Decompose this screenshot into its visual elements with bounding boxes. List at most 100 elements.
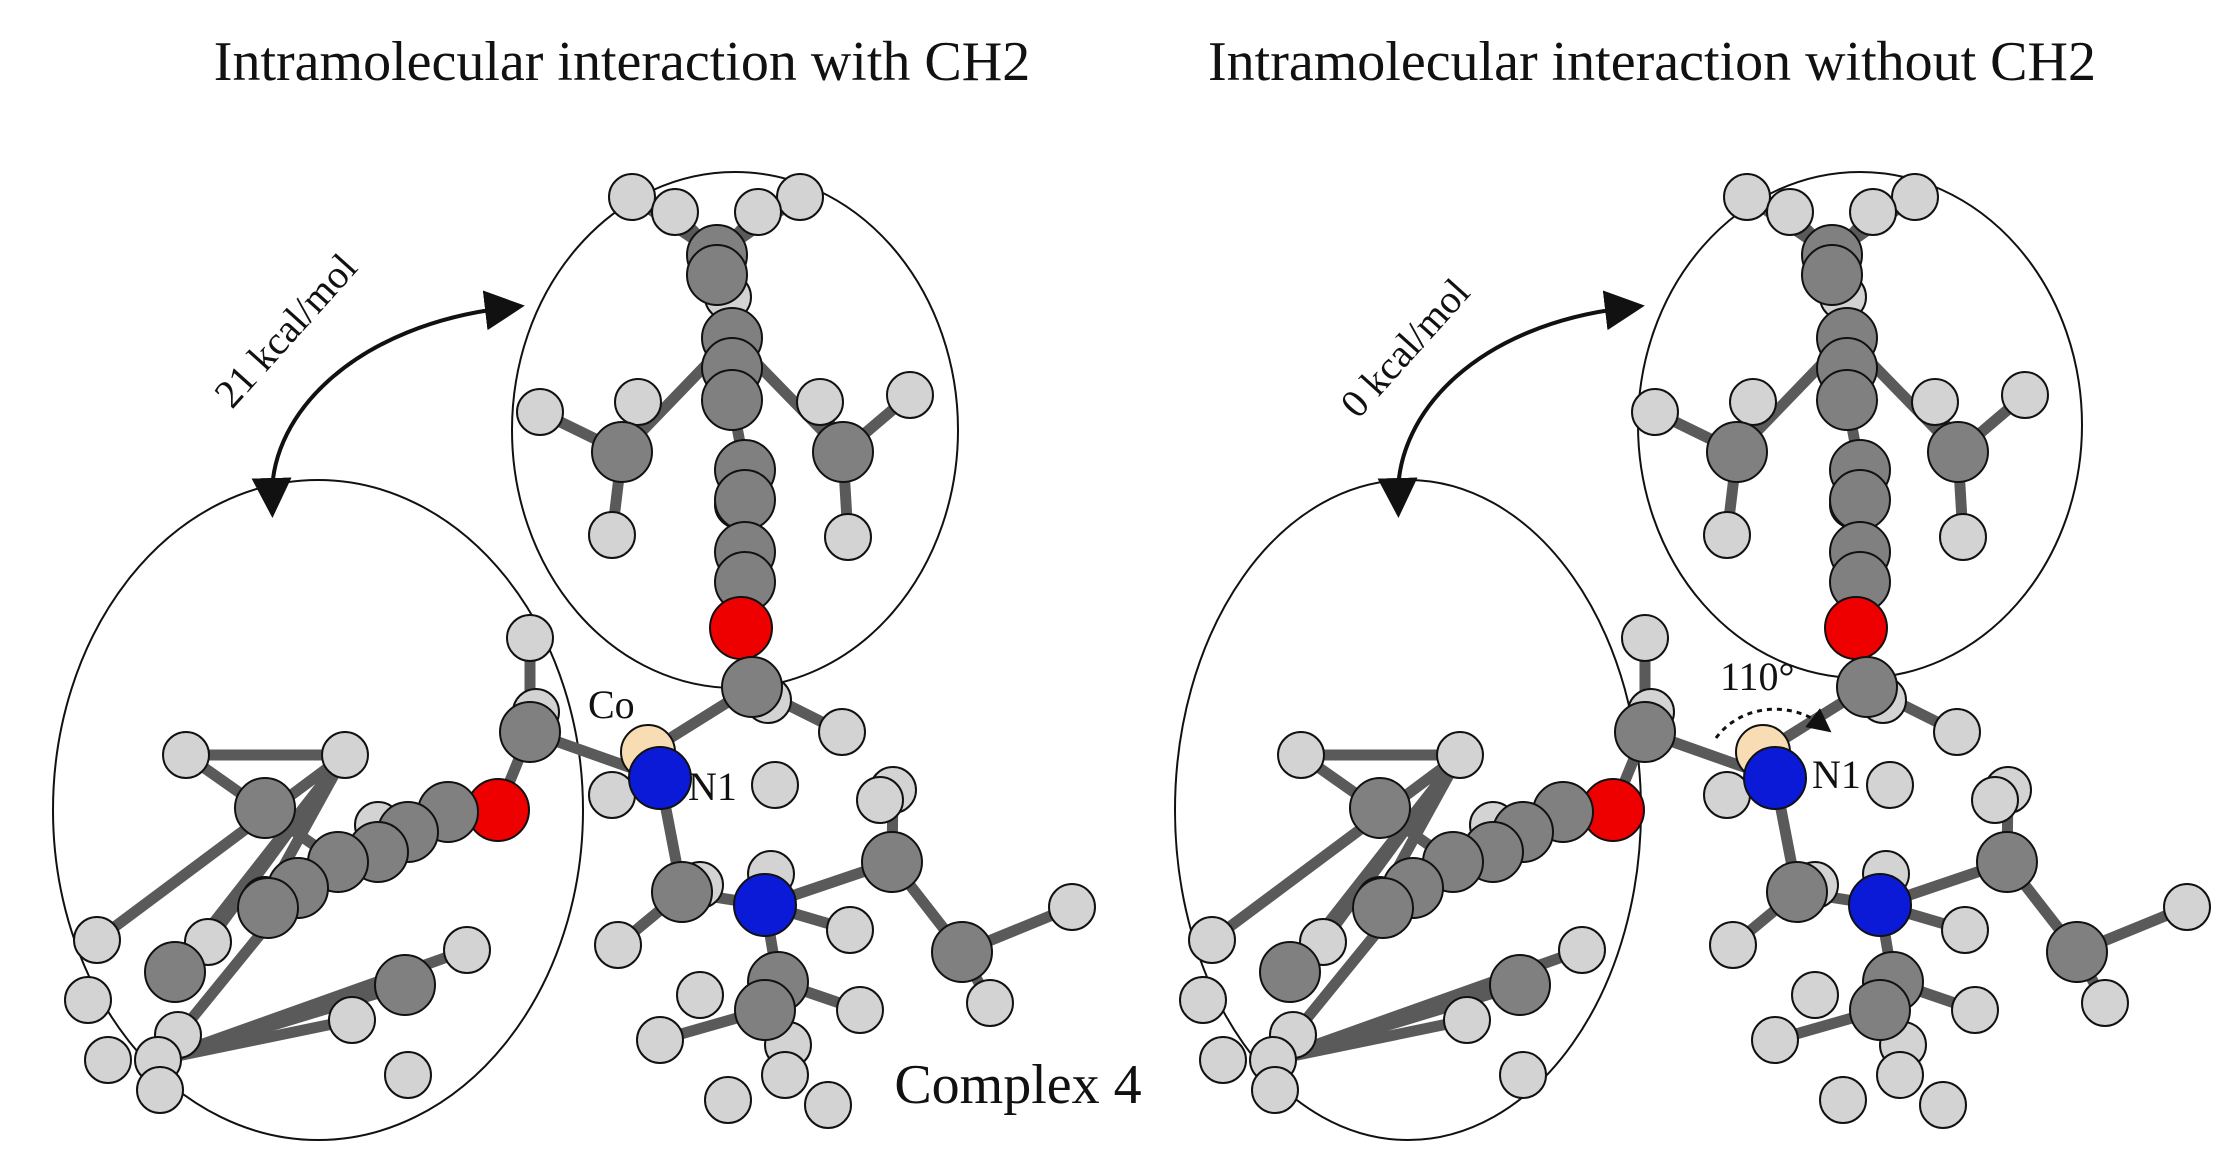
carbon-atom: [1614, 701, 1676, 763]
hydrogen-atom: [443, 926, 491, 974]
hydrogen-atom: [1277, 731, 1325, 779]
carbon-atom: [1849, 979, 1911, 1041]
nitrogen-atom: [733, 873, 797, 937]
carbon-atom: [721, 656, 783, 718]
carbon-atom: [1836, 656, 1898, 718]
hydrogen-atom: [594, 921, 642, 969]
carbon-atom: [499, 701, 561, 763]
carbon-atom: [1352, 877, 1414, 939]
nitrogen-atom: [628, 746, 692, 810]
carbon-atom: [701, 369, 763, 431]
oxygen-atom: [709, 596, 773, 660]
angle-arrow: [1714, 707, 1832, 739]
hydrogen-atom: [1251, 1066, 1299, 1114]
nitrogen-atom: [1848, 873, 1912, 937]
right-interaction-arrow: [1377, 290, 1645, 518]
left-panel-title: Intramolecular interaction with CH2: [214, 31, 1030, 93]
figure-caption: Complex 4: [894, 1054, 1141, 1116]
hydrogen-atom: [84, 1036, 132, 1084]
carbon-atom: [1801, 244, 1863, 306]
hydrogen-atom: [384, 1051, 432, 1099]
bond: [202, 749, 351, 948]
hydrogen-atom: [1876, 1051, 1924, 1099]
hydrogen-atom: [1911, 378, 1959, 426]
hydrogen-atom: [966, 979, 1014, 1027]
carbon-atom: [931, 921, 993, 983]
hydrogen-atom: [1941, 906, 1989, 954]
hydrogen-atom: [516, 388, 564, 436]
carbon-atom: [651, 861, 713, 923]
hydrogen-atom: [1436, 731, 1484, 779]
hydrogen-atom: [1723, 173, 1771, 221]
hydrogen-atom: [1199, 1036, 1247, 1084]
hydrogen-atom: [321, 731, 369, 779]
hydrogen-atom: [824, 513, 872, 561]
carbon-atom: [686, 244, 748, 306]
left-interaction-arrow: [251, 290, 525, 518]
nitrogen-atom: [1743, 746, 1807, 810]
hydrogen-atom: [776, 173, 824, 221]
hydrogen-atom: [1048, 883, 1096, 931]
hydrogen-atom: [1631, 388, 1679, 436]
carbon-atom: [374, 954, 436, 1016]
hydrogen-atom: [1729, 378, 1777, 426]
carbon-atom: [1706, 421, 1768, 483]
hydrogen-atom: [818, 708, 866, 756]
carbon-atom: [1927, 421, 1989, 483]
hydrogen-atom: [136, 1066, 184, 1114]
hydrogen-atom: [651, 188, 699, 236]
hydrogen-atom: [761, 1051, 809, 1099]
hydrogen-atom: [1179, 976, 1227, 1024]
right-molecule: [1179, 173, 2211, 1129]
carbon-atom: [1489, 954, 1551, 1016]
hydrogen-atom: [796, 378, 844, 426]
hydrogen-atom: [636, 1016, 684, 1064]
hydrogen-atom: [1766, 188, 1814, 236]
hydrogen-atom: [1188, 916, 1236, 964]
carbon-atom: [812, 421, 874, 483]
hydrogen-atom: [734, 188, 782, 236]
right-n1-label: N1: [1812, 752, 1861, 797]
hydrogen-atom: [1751, 1016, 1799, 1064]
carbon-atom: [1766, 861, 1828, 923]
hydrogen-atom: [1849, 188, 1897, 236]
carbon-atom: [861, 831, 923, 893]
angle-label: 110°: [1720, 654, 1795, 699]
hydrogen-atom: [588, 511, 636, 559]
hydrogen-atom: [328, 996, 376, 1044]
hydrogen-atom: [614, 378, 662, 426]
hydrogen-atom: [64, 976, 112, 1024]
left-molecule: [64, 173, 1096, 1129]
bond: [1317, 749, 1466, 948]
hydrogen-atom: [608, 173, 656, 221]
hydrogen-atom: [1891, 173, 1939, 221]
left-n1-label: N1: [688, 764, 737, 809]
hydrogen-atom: [826, 906, 874, 954]
left-energy-label: 21 kcal/mol: [205, 245, 366, 416]
hydrogen-atom: [1919, 1081, 1967, 1129]
hydrogen-atom: [1621, 614, 1669, 662]
hydrogen-atom: [2081, 979, 2129, 1027]
hydrogen-atom: [676, 971, 724, 1019]
carbon-atom: [1259, 941, 1321, 1003]
carbon-atom: [1349, 777, 1411, 839]
carbon-atom: [1976, 831, 2038, 893]
hydrogen-atom: [1558, 926, 1606, 974]
carbon-atom: [237, 877, 299, 939]
hydrogen-atom: [704, 1076, 752, 1124]
hydrogen-atom: [856, 776, 904, 824]
hydrogen-atom: [506, 614, 554, 662]
bond: [1206, 749, 1466, 946]
hydrogen-atom: [1866, 761, 1914, 809]
hydrogen-atom: [1819, 1076, 1867, 1124]
hydrogen-atom: [751, 761, 799, 809]
carbon-atom: [734, 979, 796, 1041]
hydrogen-atom: [1703, 511, 1751, 559]
hydrogen-atom: [886, 371, 934, 419]
right-panel-title: Intramolecular interaction without CH2: [1208, 31, 2096, 93]
hydrogen-atom: [1499, 1051, 1547, 1099]
oxygen-atom: [1824, 596, 1888, 660]
hydrogen-atom: [2163, 883, 2211, 931]
hydrogen-atom: [1791, 971, 1839, 1019]
